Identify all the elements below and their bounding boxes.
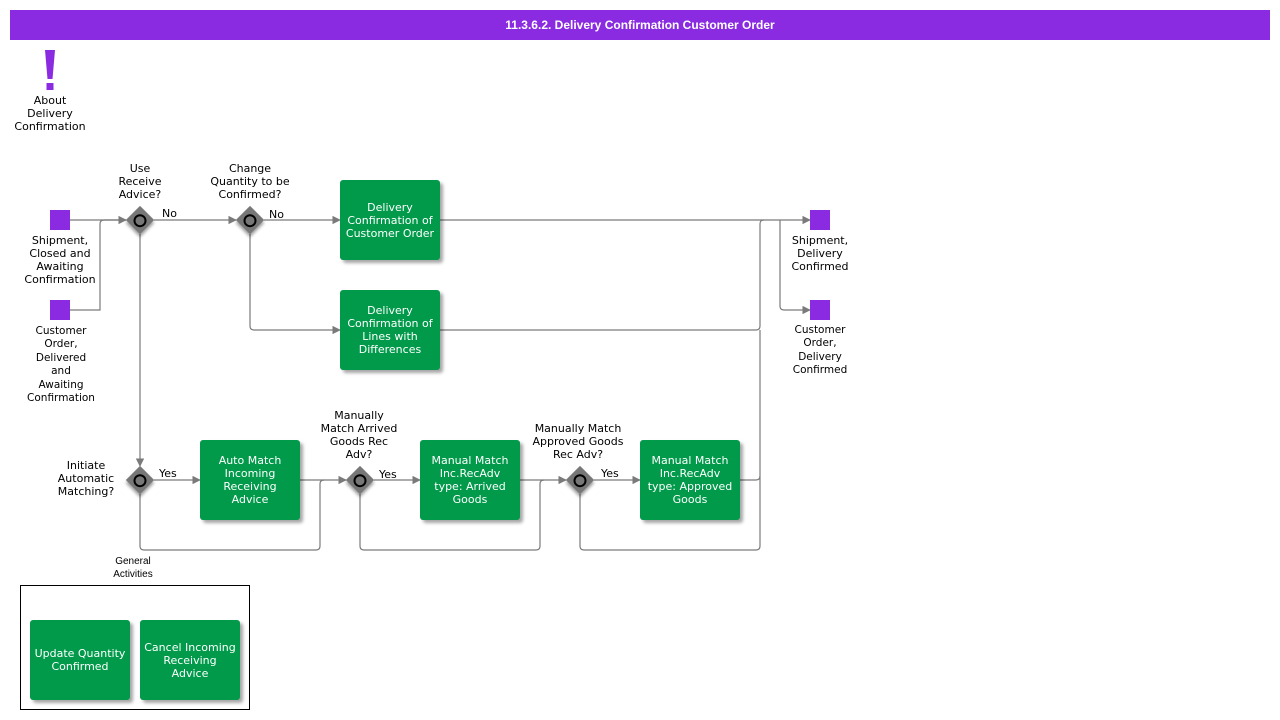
flow-to-end-order bbox=[779, 220, 811, 315]
gateway-change-quantity-label: Change Quantity to be Confirmed? bbox=[210, 162, 290, 201]
about-label: About Delivery Confirmation bbox=[14, 94, 86, 133]
task-manual-match-arrived[interactable]: Manual Match Inc.RecAdv type: Arrived Go… bbox=[420, 440, 520, 520]
gateway-initiate-matching-label: Initiate Automatic Matching? bbox=[57, 459, 115, 498]
task-delivery-confirmation-order[interactable]: Delivery Confirmation of Customer Order bbox=[340, 180, 440, 260]
start-event-shipment bbox=[50, 210, 70, 230]
flow-no-auto bbox=[139, 479, 325, 551]
task-cancel-receiving-advice[interactable]: Cancel Incoming Receiving Advice bbox=[140, 620, 240, 700]
general-activities-label: General Activities bbox=[113, 556, 153, 580]
task-auto-match[interactable]: Auto Match Incoming Receiving Advice bbox=[200, 440, 300, 520]
flow-start-order bbox=[70, 219, 126, 311]
edge-label-yes-3: Yes bbox=[601, 467, 619, 480]
task-update-quantity[interactable]: Update Quantity Confirmed bbox=[30, 620, 130, 700]
exclamation-icon[interactable] bbox=[38, 46, 62, 94]
edge-label-no-1: No bbox=[162, 207, 177, 220]
flow-no-approved bbox=[579, 330, 761, 551]
flow-lines-to-merge bbox=[440, 219, 765, 331]
edge-label-yes-2: Yes bbox=[379, 468, 397, 481]
edge-label-no-2: No bbox=[269, 208, 284, 221]
start-event-customer-order bbox=[50, 300, 70, 320]
diagram-title: 11.3.6.2. Delivery Confirmation Customer… bbox=[10, 10, 1270, 40]
end-event-customer-order bbox=[810, 300, 830, 320]
end-order-label: Customer Order, Delivery Confirmed bbox=[792, 324, 848, 377]
start-shipment-label: Shipment, Closed and Awaiting Confirmati… bbox=[24, 234, 96, 286]
gateway-match-arrived-label: Manually Match Arrived Goods Rec Adv? bbox=[320, 409, 398, 461]
gateway-use-receive-advice-label: Use Receive Advice? bbox=[118, 162, 162, 201]
gateway-match-approved-label: Manually Match Approved Goods Rec Adv? bbox=[532, 422, 624, 461]
flow-no-arrived bbox=[359, 479, 545, 551]
task-delivery-confirmation-lines[interactable]: Delivery Confirmation of Lines with Diff… bbox=[340, 290, 440, 370]
task-manual-match-approved[interactable]: Manual Match Inc.RecAdv type: Approved G… bbox=[640, 440, 740, 520]
edge-label-yes-1: Yes bbox=[159, 467, 177, 480]
start-order-label: Customer Order, Delivered and Awaiting C… bbox=[27, 325, 95, 405]
flow-yes-lines bbox=[249, 234, 341, 335]
general-activities-group bbox=[20, 585, 250, 710]
flow-approved-to-merge bbox=[740, 475, 761, 481]
end-event-shipment bbox=[810, 210, 830, 230]
end-shipment-label: Shipment, Delivery Confirmed bbox=[791, 234, 849, 273]
